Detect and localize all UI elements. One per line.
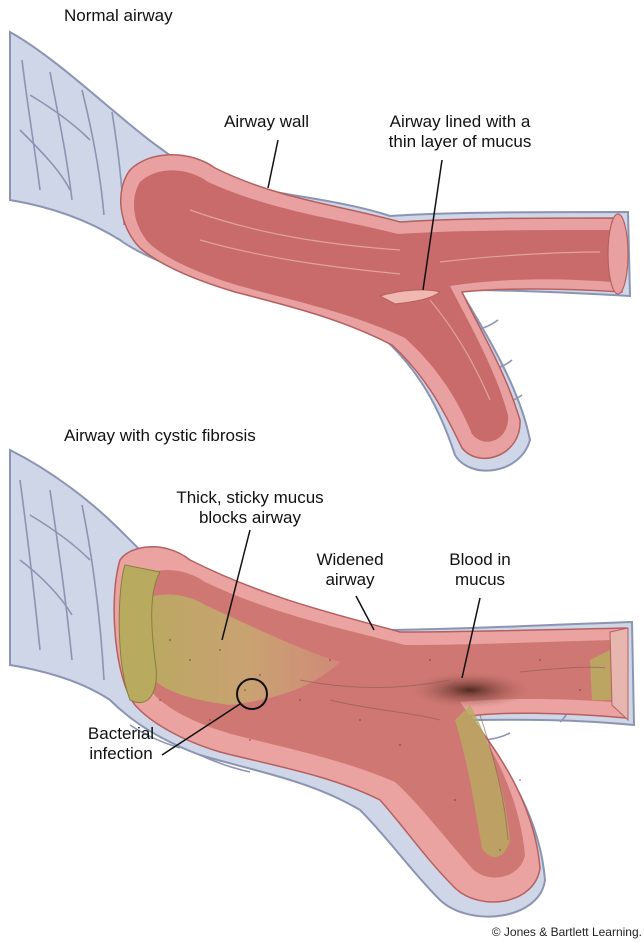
label-airway-wall: Airway wall [224, 112, 309, 132]
label-widened-line2: airway [300, 570, 400, 590]
label-bacterial-infection: Bacterial infection [66, 724, 176, 764]
label-bacterial-line2: infection [66, 744, 176, 764]
label-blood-line2: mucus [430, 570, 530, 590]
label-thin-mucus-line2: thin layer of mucus [370, 132, 550, 152]
label-widened-line1: Widened [300, 550, 400, 570]
cf-airway-title: Airway with cystic fibrosis [64, 426, 256, 446]
label-thin-mucus: Airway lined with a thin layer of mucus [370, 112, 550, 152]
label-thick-mucus: Thick, sticky mucus blocks airway [150, 488, 350, 528]
cf-blood-in-mucus [410, 672, 530, 708]
leader-airway-wall [268, 140, 278, 188]
normal-airway-illustration [10, 32, 630, 471]
label-thin-mucus-line1: Airway lined with a [370, 112, 550, 132]
label-blood-line1: Blood in [430, 550, 530, 570]
label-bacterial-line1: Bacterial [66, 724, 176, 744]
label-thick-mucus-line2: blocks airway [150, 508, 350, 528]
label-blood-in-mucus: Blood in mucus [430, 550, 530, 590]
normal-airway-title: Normal airway [64, 6, 173, 26]
copyright-credit: © Jones & Bartlett Learning. [492, 925, 642, 939]
label-thick-mucus-line1: Thick, sticky mucus [150, 488, 350, 508]
label-widened-airway: Widened airway [300, 550, 400, 590]
